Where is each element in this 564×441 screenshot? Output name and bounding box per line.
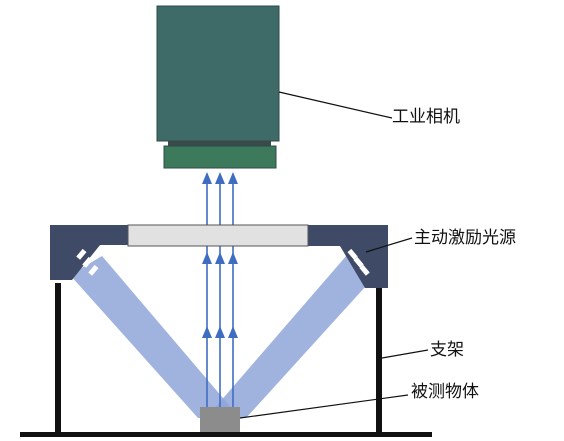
left-light-beam	[70, 256, 240, 418]
camera-label: 工业相机	[392, 107, 460, 127]
hood-left-wing	[50, 225, 128, 280]
arrowhead-icon	[202, 326, 212, 338]
arrowhead-icon	[202, 252, 212, 264]
right-led-array	[347, 248, 370, 276]
arrowhead-icon	[228, 326, 238, 338]
object-leader-line	[239, 394, 409, 419]
bracket-left-leg	[55, 283, 61, 435]
camera-icon	[156, 5, 280, 169]
arrowhead-icon	[228, 172, 238, 184]
bracket	[20, 283, 432, 437]
bracket-right-leg	[376, 288, 382, 435]
reflected-light-arrows	[202, 172, 238, 408]
arrowhead-icon	[228, 252, 238, 264]
camera-lens	[163, 145, 277, 169]
light-source-leader-line	[365, 237, 413, 253]
bracket-label: 支架	[430, 340, 464, 360]
camera-lens-plate	[168, 141, 271, 146]
right-light-beam	[206, 240, 386, 418]
leader-lines	[239, 91, 429, 419]
bracket-leader-line	[381, 349, 429, 359]
light-source-hood	[50, 224, 388, 288]
arrowhead-icon	[202, 172, 212, 184]
arrowhead-icon	[215, 326, 225, 338]
left-led-array	[76, 248, 99, 276]
hood-window	[127, 224, 309, 247]
light-beams	[70, 240, 386, 418]
object-label: 被测物体	[411, 382, 479, 402]
light-source-label: 主动激励光源	[414, 228, 516, 248]
test-object	[200, 407, 240, 432]
arrowhead-icon	[215, 172, 225, 184]
base-plate	[20, 432, 432, 437]
camera-body	[156, 5, 280, 142]
arrowhead-icon	[215, 252, 225, 264]
camera-leader-line	[278, 91, 393, 119]
